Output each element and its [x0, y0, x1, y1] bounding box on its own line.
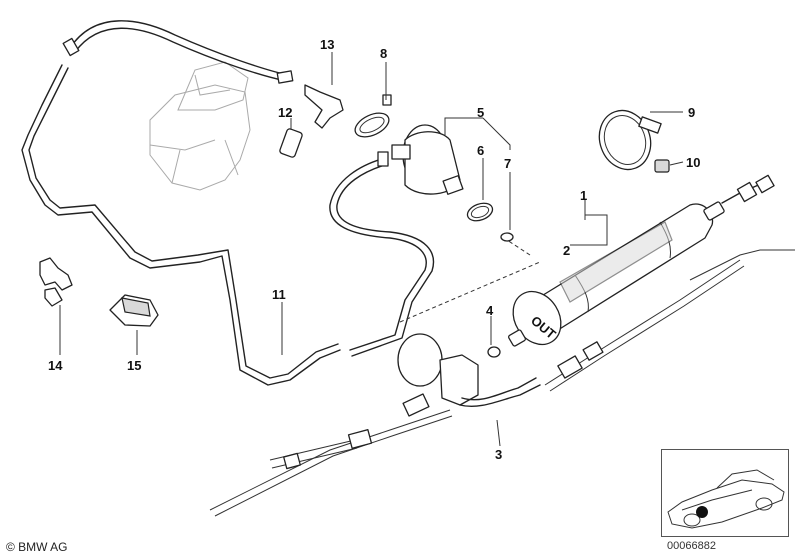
clip-15 — [109, 294, 159, 327]
callout-8: 8 — [380, 46, 387, 61]
clip-14 — [39, 257, 73, 307]
fuel-filter-1: OUT — [508, 201, 725, 347]
diagram-number: 00066882 — [667, 540, 716, 552]
callout-5: 5 — [477, 105, 484, 120]
callout-4: 4 — [486, 303, 494, 318]
callout-3: 3 — [495, 447, 502, 462]
vacuum-hose — [329, 151, 435, 357]
leader-lines — [59, 52, 684, 447]
car-silhouette-icon — [667, 469, 785, 529]
o-ring-4 — [487, 346, 501, 358]
pressure-assembly — [397, 333, 541, 417]
elbow-connector-13 — [304, 84, 344, 129]
copyright-text: © BMW AG — [6, 540, 68, 554]
filter-outlet-pipe — [721, 174, 775, 204]
o-ring-6 — [466, 202, 494, 222]
o-ring-7 — [500, 232, 514, 242]
callout-7: 7 — [504, 156, 511, 171]
callout-6: 6 — [477, 143, 484, 158]
dashed-reference-lines — [399, 239, 541, 323]
callout-1: 1 — [580, 188, 587, 203]
nut-10 — [654, 159, 670, 173]
lower-fuel-lines — [209, 249, 795, 517]
callout-2: 2 — [563, 243, 570, 258]
pressure-regulator-5 — [391, 124, 464, 195]
location-marker-icon — [696, 506, 708, 518]
callout-12: 12 — [278, 105, 292, 120]
hose-clamp-9 — [598, 109, 662, 171]
hose-connector-12 — [279, 128, 303, 158]
clamp-ring-8 — [354, 94, 392, 138]
callout-labels: 1 2 3 4 5 6 7 8 9 10 11 12 13 14 15 — [48, 37, 700, 462]
vehicle-locator-inset — [661, 449, 789, 537]
fuel-line-11 — [21, 20, 341, 386]
callout-10: 10 — [686, 155, 700, 170]
engine-component-outline — [149, 61, 251, 191]
callout-9: 9 — [688, 105, 695, 120]
callout-14: 14 — [48, 358, 63, 373]
callout-13: 13 — [320, 37, 334, 52]
callout-15: 15 — [127, 358, 141, 373]
callout-11: 11 — [272, 287, 286, 302]
